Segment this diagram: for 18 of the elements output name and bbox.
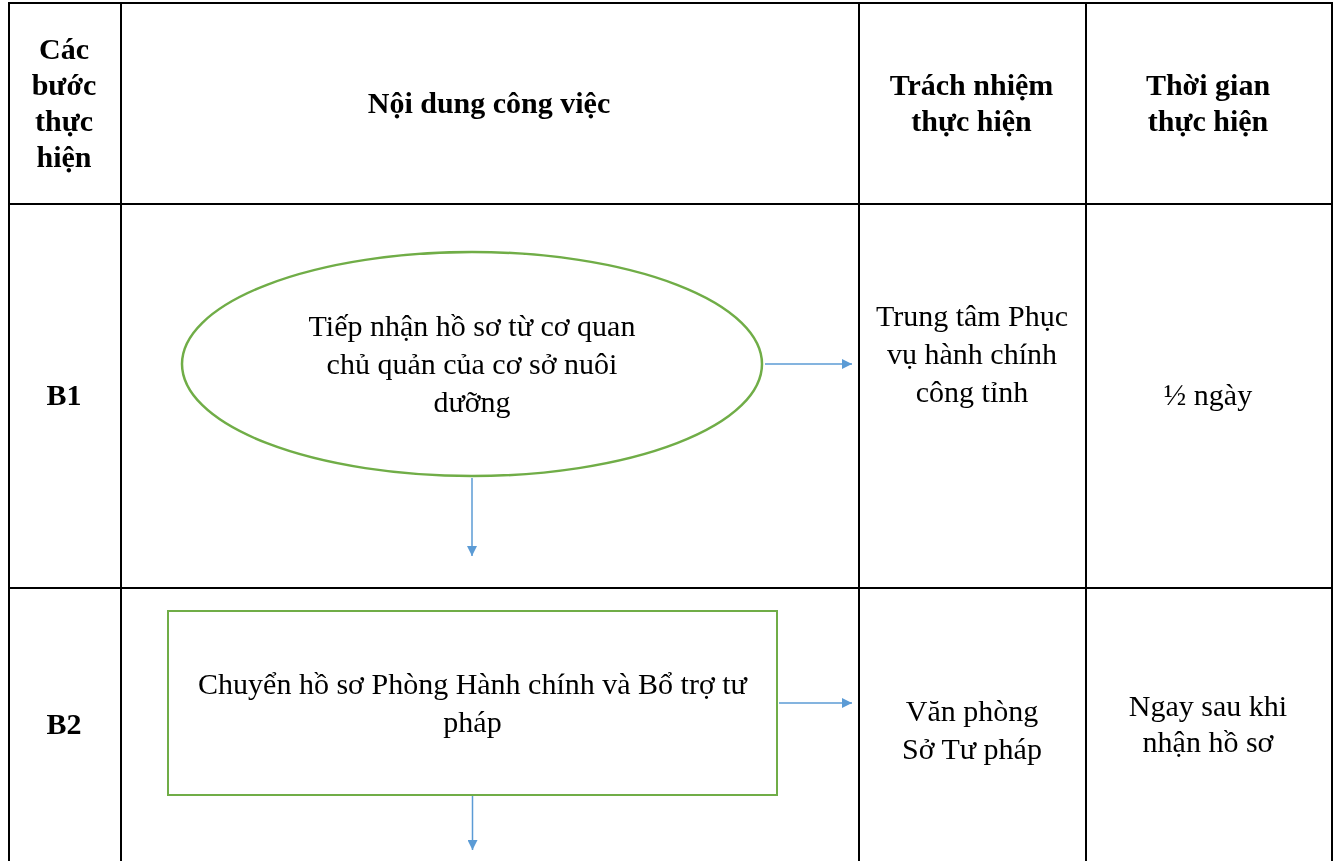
responsible-party-text: Văn phòng Sở Tư pháp	[901, 693, 1043, 767]
arrow	[764, 359, 853, 369]
step-description: Tiếp nhận hồ sơ từ cơ quan chủ quản của cơ sở nuôi dưỡng	[307, 308, 637, 420]
arrow	[467, 477, 477, 557]
column-header: Các bước thực hiện	[30, 30, 98, 175]
process-ellipse	[180, 250, 764, 478]
step-label: B1	[46, 377, 82, 413]
process-box	[167, 610, 778, 796]
arrow	[778, 698, 853, 708]
step-description: Chuyển hồ sơ Phòng Hành chính và Bổ trợ tư pháp	[197, 666, 749, 740]
column-header: Nội dung công việc	[367, 84, 611, 121]
step-label: B2	[46, 706, 82, 742]
column-header: Trách nhiệm thực hiện	[888, 66, 1055, 139]
arrow	[467, 795, 478, 851]
column-header: Thời gian thực hiện	[1144, 66, 1272, 139]
responsible-party-text: Trung tâm Phục vụ hành chính công tỉnh	[874, 298, 1070, 410]
duration-text: ½ ngày	[1163, 377, 1253, 413]
duration-text: Ngay sau khi nhận hồ sơ	[1127, 688, 1289, 760]
